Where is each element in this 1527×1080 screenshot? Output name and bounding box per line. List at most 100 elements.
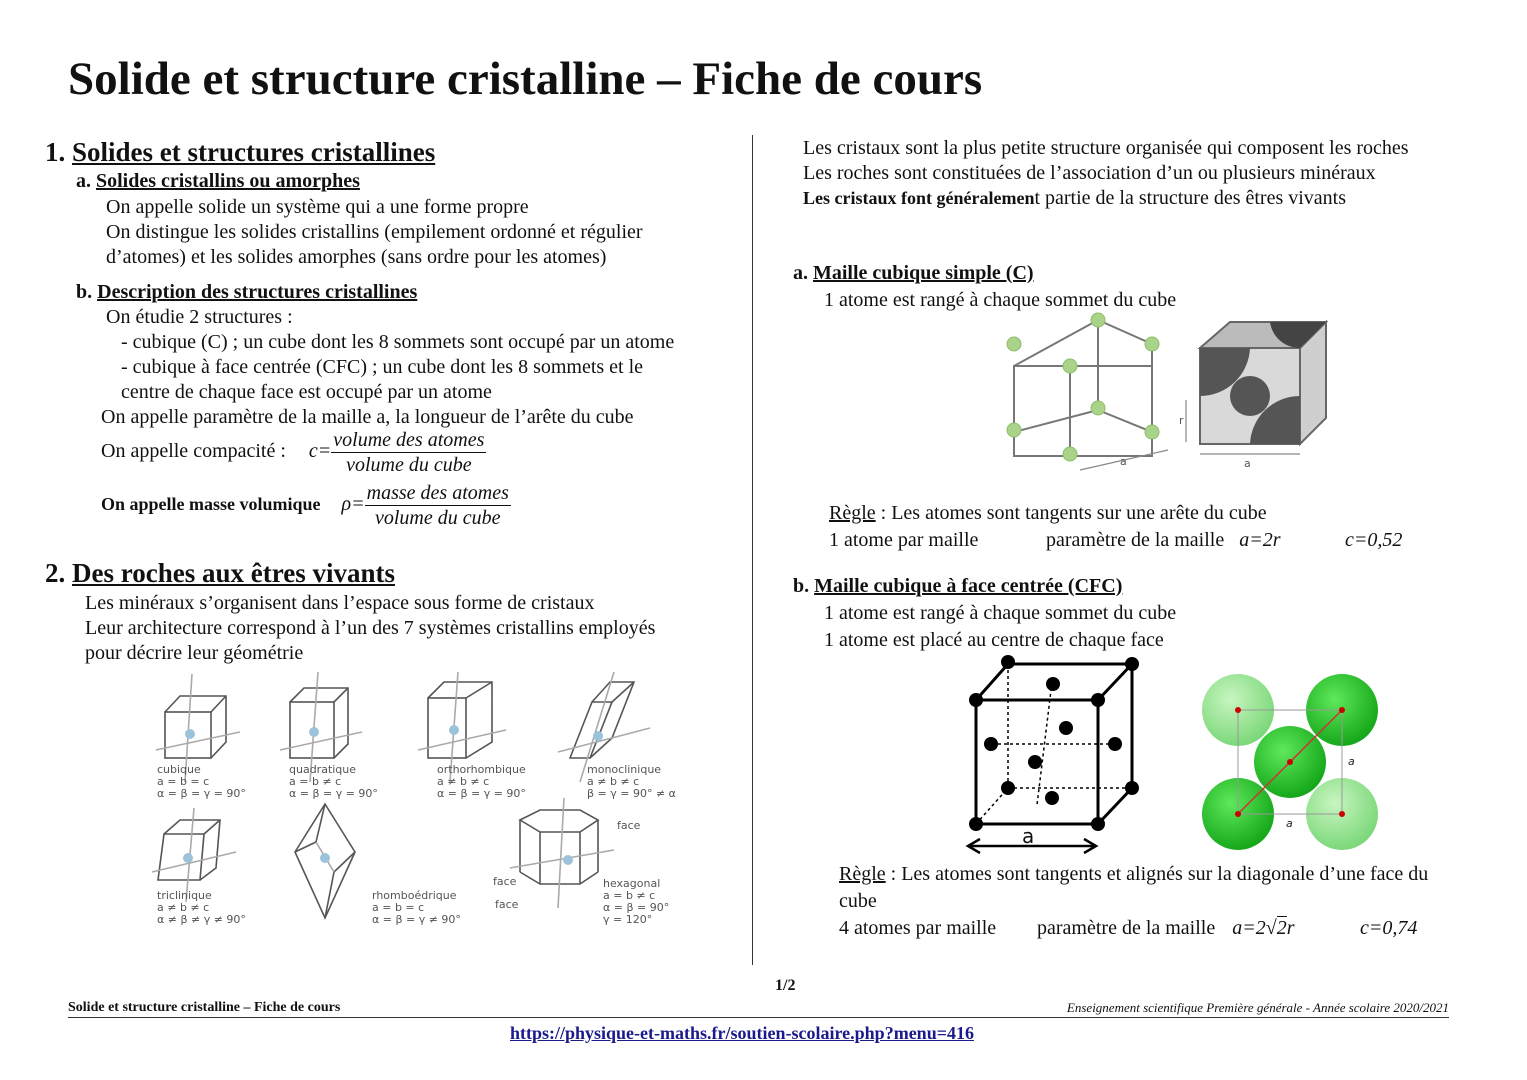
density-formula: On appelle masse volumique ρ=masse des a… — [101, 481, 511, 530]
text-line: centre de chaque face est occupé par un … — [121, 381, 492, 403]
text-line: On appelle paramètre de la maille a, la … — [101, 406, 634, 428]
section-2-text: Les minéraux s’organisent dans l’espace … — [85, 591, 655, 666]
column-divider — [752, 135, 753, 965]
section-a-heading: a. Maille cubique simple (C) — [793, 262, 1034, 285]
text-line: - cubique à face centrée (CFC) ; un cube… — [121, 356, 644, 378]
text-line: Les minéraux s’organisent dans l’espace … — [85, 592, 595, 614]
cubic-crystal-icon — [155, 673, 241, 783]
section-1-title: Solides et structures cristallines — [72, 137, 436, 167]
section-2-heading: 2. Des roches aux êtres vivants — [45, 558, 395, 589]
system-name: rhomboédrique — [372, 889, 457, 902]
rule-word: Règle — [839, 863, 886, 885]
text-line: On distingue les solides cristallins (em… — [106, 221, 643, 243]
system-params: a = b = c — [157, 775, 210, 788]
fraction-denominator: volume du cube — [346, 454, 472, 476]
section-1b-heading: b. Description des structures cristallin… — [76, 281, 417, 304]
section-2-title: Des roches aux êtres vivants — [72, 558, 395, 588]
system-label-hexagonal: hexagonal a = b ≠ c α = β = 90° γ = 120° — [603, 878, 669, 926]
rule-a: Règle : Les atomes sont tangents sur une… — [829, 501, 1267, 526]
text-line: 1 atome est rangé à chaque sommet du cub… — [824, 602, 1177, 624]
system-params: a = b ≠ c — [603, 889, 656, 902]
section-1a-heading: a. Solides cristallins ou amorphes — [76, 170, 360, 193]
text-line: On étudie 2 structures : — [106, 306, 293, 328]
system-angles: α = β = γ = 90° — [437, 787, 526, 800]
rule-text-cont: cube — [839, 890, 877, 912]
system-label-tetragonal: quadratique a = b ≠ c α = β = γ = 90° — [289, 764, 378, 800]
fraction-numerator: volume des atomes — [331, 429, 487, 453]
rule-text: : Les atomes sont tangents sur une arête… — [875, 502, 1267, 524]
text-line: Les cristaux sont la plus petite structu… — [803, 137, 1409, 159]
system-angles-2: γ = 120° — [603, 913, 653, 926]
system-name: hexagonal — [603, 877, 661, 890]
rhombohedral-crystal-icon — [294, 802, 356, 920]
section-1a-text: On appelle solide un système qui a une f… — [106, 195, 643, 270]
bold-fragment: Les cristaux font généralemen — [803, 188, 1035, 208]
hex-face-label: face — [493, 875, 517, 888]
section-1-heading: 1. Solides et structures cristallines — [45, 137, 435, 168]
system-angles: α = β = γ = 90° — [289, 787, 378, 800]
atoms-per-cell-a: 1 atome par maille — [829, 529, 979, 551]
hex-face-label: face — [617, 819, 641, 832]
rule-word: Règle — [829, 502, 876, 524]
system-angles: α = β = 90° — [603, 901, 670, 914]
fcc-figure — [965, 655, 1378, 855]
crystal-systems-figure — [151, 672, 651, 920]
density-lhs: ρ= — [341, 493, 365, 516]
footer-info: Enseignement scientifique Première génér… — [1066, 1000, 1449, 1015]
rule-line: Règle : Les atomes sont tangents et alig… — [839, 862, 1428, 887]
fraction-numerator: masse des atomes — [364, 482, 511, 506]
compacity-lhs: c= — [308, 440, 332, 463]
section-1-number: 1. — [45, 137, 66, 167]
system-name: triclinique — [157, 889, 212, 902]
section-b-letter: b. — [793, 575, 810, 597]
system-angles: α = β = γ ≠ 90° — [372, 913, 461, 926]
section-a-letter: a. — [793, 262, 808, 284]
fcc-sphere-edge-label: a — [1286, 817, 1293, 830]
text-line: - cubique (C) ; un cube dont les 8 somme… — [121, 331, 675, 353]
system-angles: α ≠ β ≠ γ ≠ 90° — [157, 913, 246, 926]
text-line: d’atomes) et les solides amorphes (sans … — [106, 246, 607, 268]
right-intro: Les cristaux sont la plus petite structu… — [803, 136, 1409, 211]
param-label: paramètre de la maille — [1037, 917, 1216, 939]
hexagonal-crystal-icon — [509, 797, 615, 909]
text-line: Leur architecture correspond à l’un des … — [85, 617, 656, 639]
section-1a-title: Solides cristallins ou amorphes — [96, 170, 360, 192]
source-link[interactable]: https://physique-et-maths.fr/soutien-sco… — [510, 1023, 974, 1043]
param-label: paramètre de la maille — [1046, 529, 1225, 551]
section-b-title: Maille cubique à face centrée (CFC) — [814, 575, 1123, 597]
system-label-orthorhombic: orthorhombique a ≠ b ≠ c α = β = γ = 90° — [437, 764, 526, 800]
fcc-sphere-edge-label: a — [1348, 755, 1355, 768]
system-params: a ≠ b ≠ c — [157, 901, 210, 914]
text-line: Les roches sont constituées de l’associa… — [803, 162, 1376, 184]
footer-title: Solide et structure cristalline – Fiche … — [68, 1000, 341, 1015]
section-1b-letter: b. — [76, 281, 93, 303]
system-name: monoclinique — [587, 763, 662, 776]
sqrt-icon: √ — [1265, 917, 1277, 939]
compacity-value-b: c=0,74 — [1360, 917, 1418, 939]
section-2-number: 2. — [45, 558, 66, 588]
system-angles: α = β = γ = 90° — [157, 787, 246, 800]
compacity-label: On appelle compacité : — [101, 440, 286, 463]
compacity-value-a: c=0,52 — [1345, 529, 1403, 551]
section-1a-letter: a. — [76, 170, 91, 192]
hex-face-label: face — [495, 898, 519, 911]
radius-label: r — [1179, 414, 1184, 427]
compacity-formula: On appelle compacité : c=volume des atom… — [101, 428, 487, 477]
rule-b: Règle : Les atomes sont tangents et alig… — [839, 862, 1428, 914]
atoms-per-cell-b: 4 atomes par maille — [839, 917, 997, 939]
system-label-monoclinic: monoclinique a ≠ b ≠ c β = γ = 90° ≠ α — [587, 764, 676, 800]
system-label-rhombohedral: rhomboédrique a = b = c α = β = γ ≠ 90° — [372, 890, 461, 926]
system-name: cubique — [157, 763, 201, 776]
section-1b-title: Description des structures cristallines — [97, 281, 418, 303]
page-title: Solide et structure cristalline – Fiche … — [68, 53, 983, 105]
system-angles: β = γ = 90° ≠ α — [587, 787, 676, 800]
param-value: a=2√2r — [1232, 916, 1295, 939]
simple-cubic-figure — [1006, 312, 1329, 471]
system-params: a = b = c — [372, 901, 425, 914]
section-a-title: Maille cubique simple (C) — [813, 262, 1034, 284]
param-value: a=2r — [1239, 529, 1281, 551]
footer-divider — [68, 1017, 1449, 1018]
monoclinic-crystal-icon — [557, 672, 651, 783]
text-line: On appelle solide un système qui a une f… — [106, 196, 529, 218]
